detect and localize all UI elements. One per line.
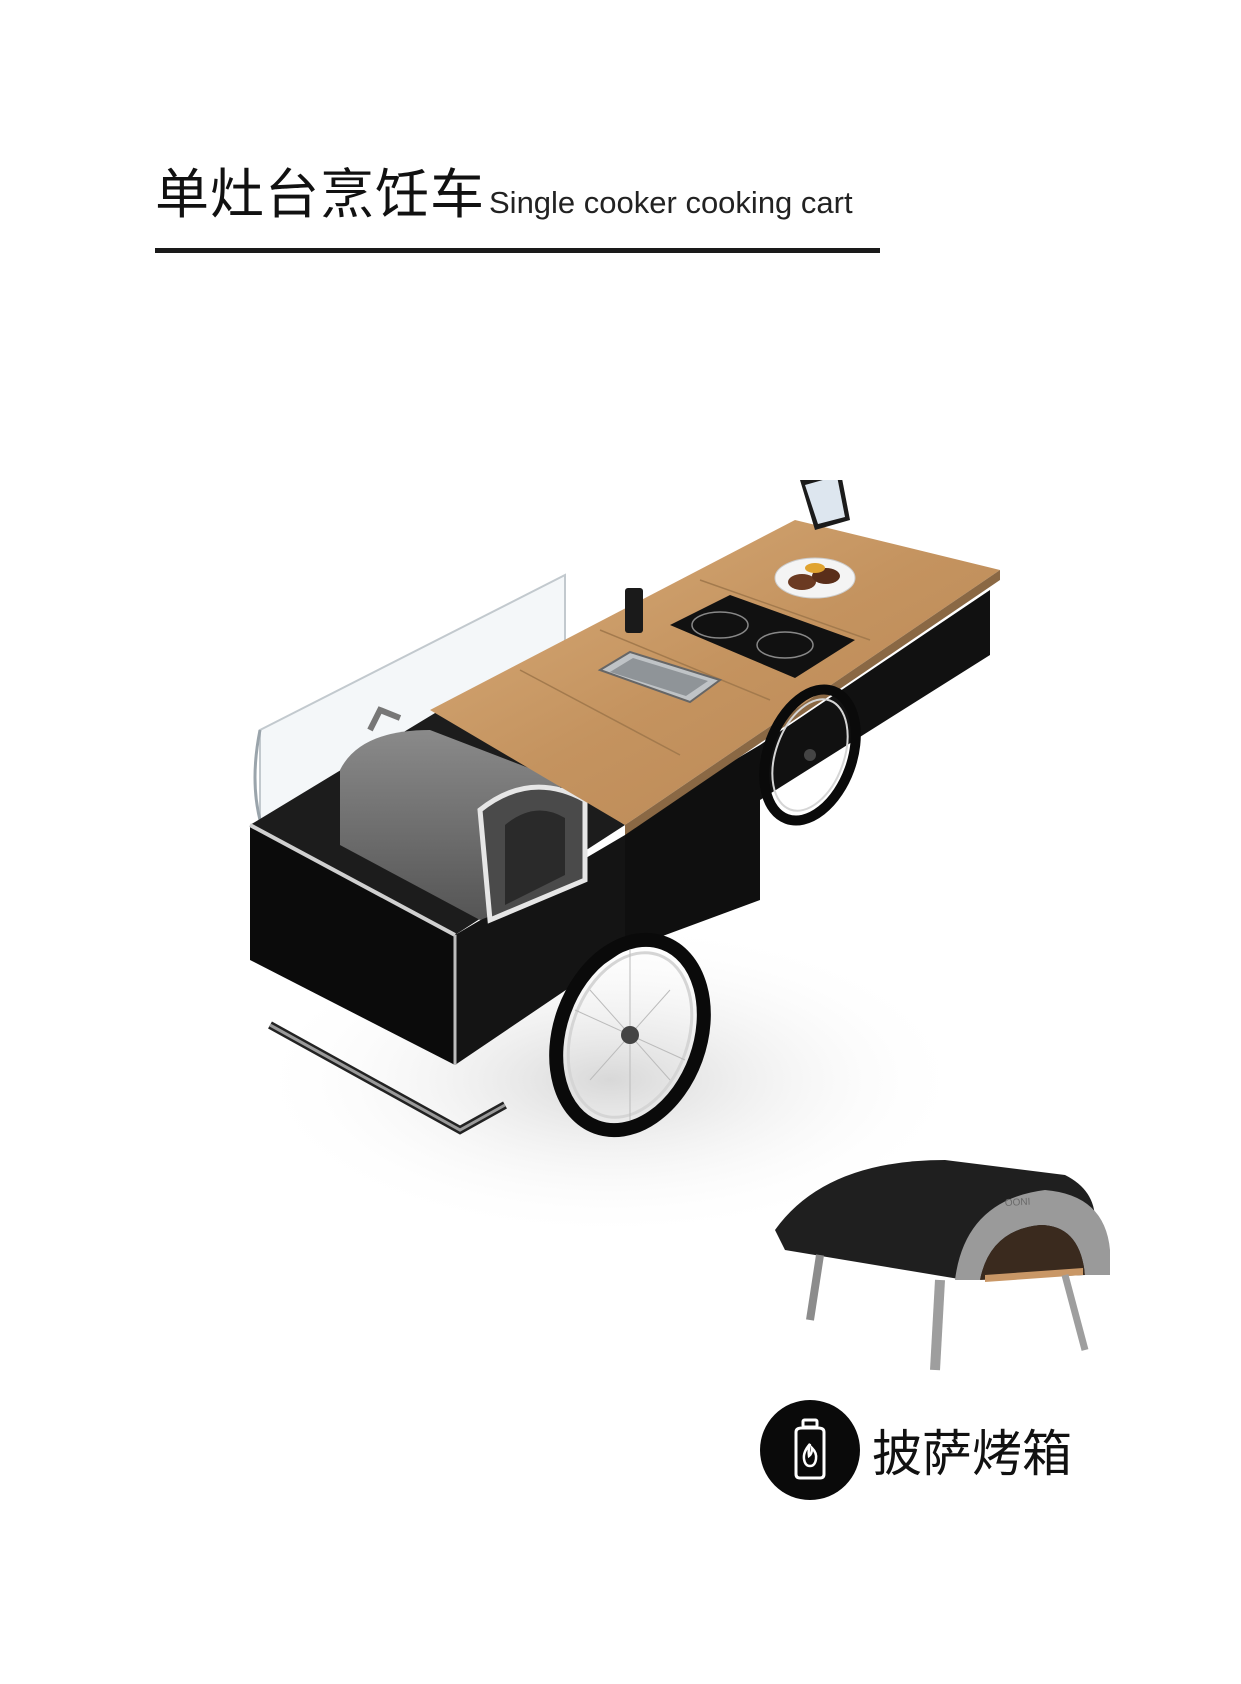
page-subtitle: Single cooker cooking cart [489,185,853,220]
title-divider [155,248,880,253]
feature-pizza-oven: 披萨烤箱 [760,1400,1072,1500]
pizza-oven [775,1160,1110,1371]
oven-brand-mark: OONI [1005,1197,1031,1209]
wheel-front [549,932,711,1138]
countertop [430,480,1000,835]
cooking-cart-illustration [249,480,1000,1240]
gas-cylinder-icon [760,1400,860,1500]
pizza-oven-illustration: OONI [775,1160,1110,1371]
cart-pizza-oven [340,706,588,924]
page-header: 单灶台烹饪车 Single cooker cooking cart [155,150,853,229]
feature-label: 披萨烤箱 [872,1425,1072,1483]
page-title: 单灶台烹饪车 [155,163,485,226]
wheel-rear [759,684,861,826]
